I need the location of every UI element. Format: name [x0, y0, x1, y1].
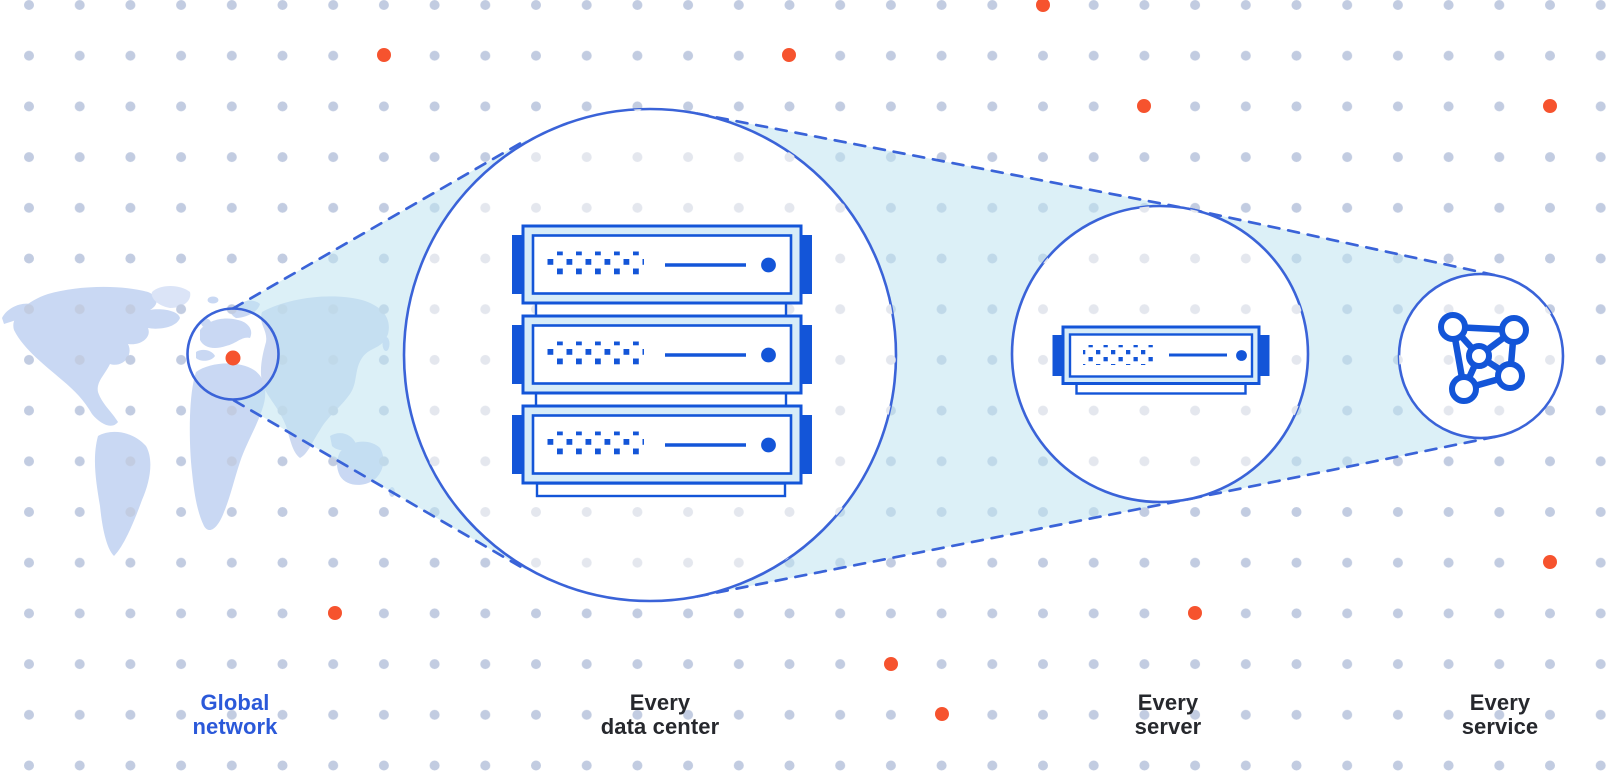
zoom-guide-line — [695, 497, 1190, 598]
stage-label-global-network: Global network — [192, 690, 278, 739]
accent-dot — [1036, 0, 1050, 12]
server-unit-icon — [510, 404, 814, 485]
accent-dot — [1188, 606, 1202, 620]
globe-lens-circle — [186, 307, 280, 401]
rack-connector — [534, 391, 788, 408]
accent-dots — [225, 0, 1557, 721]
zoom-guide-line — [1189, 434, 1500, 501]
accent-dot — [1543, 555, 1557, 569]
zoom-guide-line — [1189, 207, 1500, 278]
rack-pedestal — [535, 482, 787, 498]
accent-dot — [935, 707, 949, 721]
mesh-nodes — [1438, 312, 1529, 404]
stage-label-every-service: Every service — [1461, 690, 1539, 739]
zoom-guide-lines — [231, 112, 1500, 598]
accent-dot — [377, 48, 391, 62]
accent-dot — [1543, 99, 1557, 113]
server-power-dot — [1236, 350, 1247, 361]
accent-dot — [884, 657, 898, 671]
server-unit-icon — [510, 224, 814, 305]
zoom-guide-line — [232, 399, 527, 571]
accent-dot — [782, 48, 796, 62]
rack-connector — [534, 301, 788, 318]
stage-label-every-server: Every server — [1134, 690, 1202, 739]
accent-dot — [1137, 99, 1151, 113]
server-icon — [1052, 325, 1270, 395]
zoom-guide-line — [231, 138, 528, 310]
accent-dot — [328, 606, 342, 620]
network-mesh-icon — [1438, 312, 1529, 404]
location-marker-dot — [225, 350, 241, 366]
stage-label-every-data-center: Every data center — [600, 690, 720, 739]
server-rack-icon — [510, 224, 814, 498]
server-dither-lights — [1083, 345, 1153, 365]
zoom-guide-line — [695, 112, 1190, 211]
server-unit-icon — [510, 314, 814, 395]
